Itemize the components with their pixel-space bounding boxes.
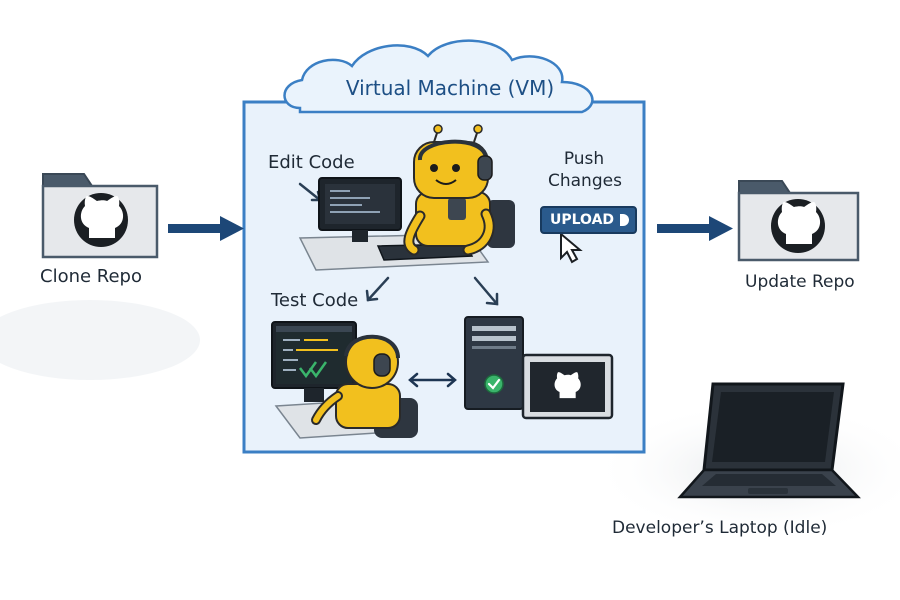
- github-octocat-icon: [74, 193, 128, 247]
- arrow-down-right-icon: [473, 276, 499, 306]
- push-changes-label: Push Changes: [548, 149, 622, 191]
- update-repo-label: Update Repo: [745, 272, 855, 292]
- arrow-right-icon: [168, 216, 244, 241]
- test-code-label: Test Code: [271, 290, 359, 311]
- arrow-right-icon: [657, 216, 733, 241]
- coding-robot-illustration: [298, 124, 515, 271]
- upload-button[interactable]: UPLOAD: [540, 206, 637, 234]
- arrow-down-left-icon: [365, 276, 390, 302]
- upload-tab-icon: [620, 214, 629, 226]
- edit-code-label: Edit Code: [268, 152, 355, 173]
- laptop-illustration: [677, 382, 861, 499]
- upload-button-label: UPLOAD: [550, 212, 615, 228]
- clone-repo-label: Clone Repo: [40, 266, 142, 287]
- developer-laptop-label: Developer’s Laptop (Idle): [612, 518, 828, 538]
- check-icon: [484, 374, 504, 394]
- double-arrow-icon: [408, 372, 457, 388]
- github-octocat-icon: [771, 199, 825, 253]
- cursor-pointer-icon: [560, 231, 583, 264]
- vm-title: Virtual Machine (VM): [345, 76, 555, 100]
- cloud-icon: [283, 39, 594, 114]
- github-octocat-icon: [554, 372, 581, 399]
- computer-tower-illustration: [464, 316, 524, 410]
- testing-robot-illustration: [271, 321, 418, 439]
- background-smudge: [0, 300, 200, 380]
